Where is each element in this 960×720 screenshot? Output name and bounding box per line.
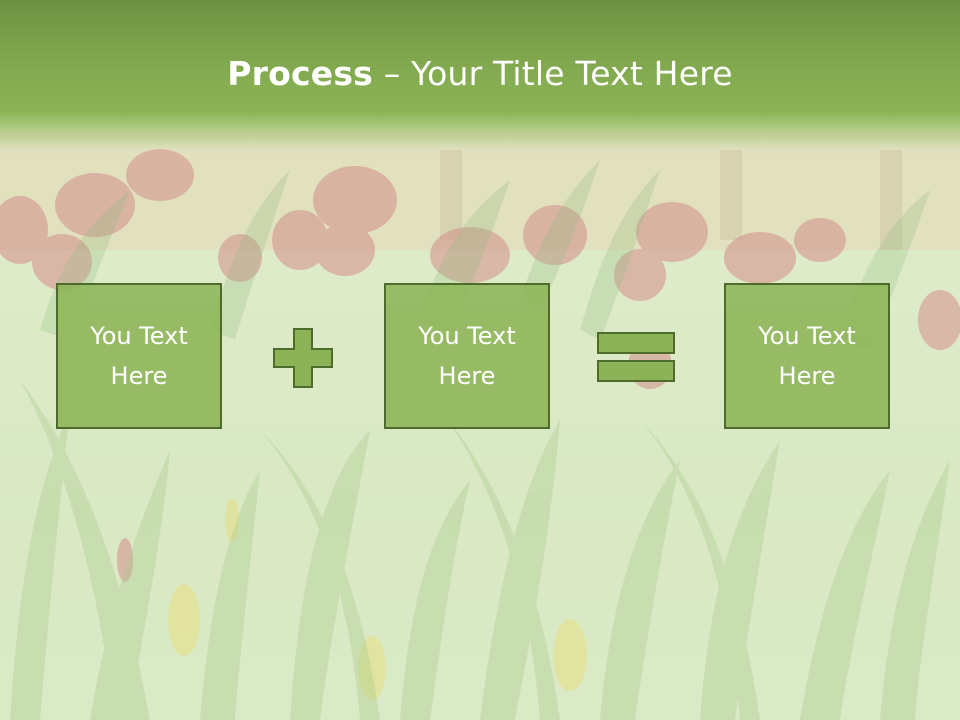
step-box-3: You Text Here bbox=[724, 283, 890, 429]
title-banner: Process – Your Title Text Here bbox=[0, 0, 960, 150]
plus-icon bbox=[273, 328, 333, 388]
step-box-2: You Text Here bbox=[384, 283, 550, 429]
title-rest: – Your Title Text Here bbox=[373, 54, 733, 93]
equals-icon bbox=[597, 332, 675, 382]
title-strong: Process bbox=[227, 54, 374, 93]
slide-title: Process – Your Title Text Here bbox=[0, 52, 960, 96]
step-box-1: You Text Here bbox=[56, 283, 222, 429]
